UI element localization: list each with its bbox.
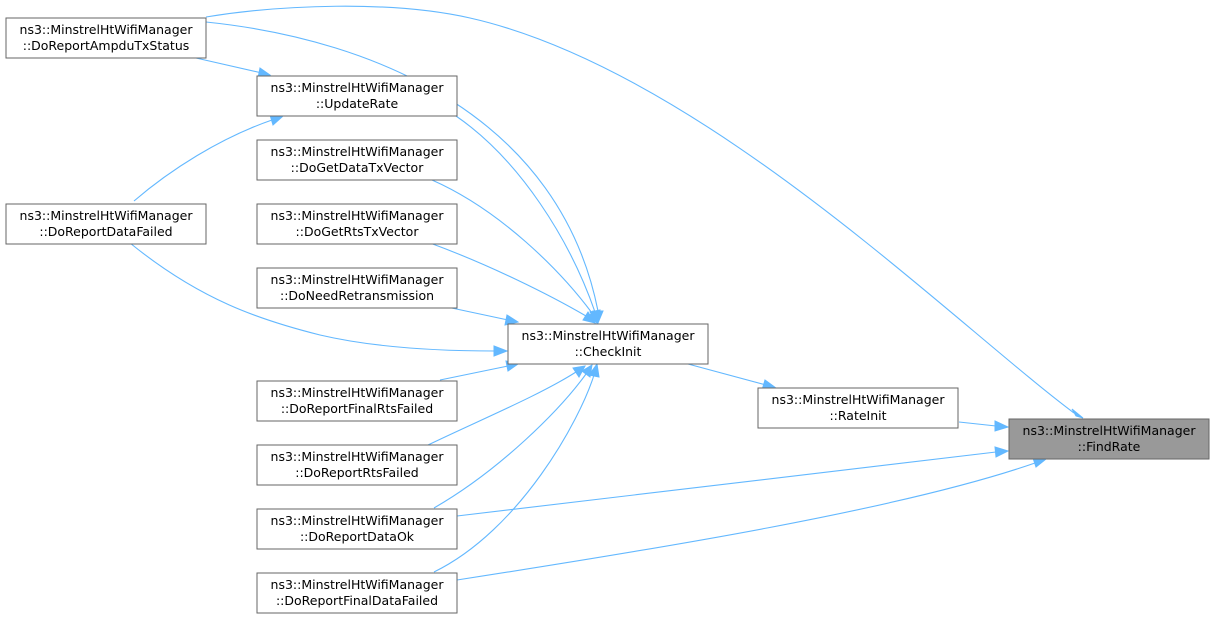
edge-dataok-to-checkinit <box>433 364 593 509</box>
node-label-line2: ::FindRate <box>1078 439 1141 454</box>
edge-ampdu-to-updaterate <box>195 57 272 79</box>
node-label-line1: ns3::MinstrelHtWifiManager <box>271 272 445 287</box>
node-label-line2: ::CheckInit <box>575 344 642 359</box>
node-label-line2: ::DoGetDataTxVector <box>291 160 425 175</box>
node-label-line1: ns3::MinstrelHtWifiManager <box>271 513 445 528</box>
nodes: ns3::MinstrelHtWifiManager ::DoReportAmp… <box>5 17 1210 614</box>
node-do-report-rts-failed[interactable]: ns3::MinstrelHtWifiManager ::DoReportRts… <box>256 444 458 486</box>
node-label-line1: ns3::MinstrelHtWifiManager <box>772 392 946 407</box>
node-do-report-final-rts-failed[interactable]: ns3::MinstrelHtWifiManager ::DoReportFin… <box>256 380 458 422</box>
node-update-rate[interactable]: ns3::MinstrelHtWifiManager ::UpdateRate <box>256 75 458 117</box>
node-do-report-ampdu-tx-status[interactable]: ns3::MinstrelHtWifiManager ::DoReportAmp… <box>5 17 207 59</box>
node-label-line1: ns3::MinstrelHtWifiManager <box>271 449 445 464</box>
node-find-rate[interactable]: ns3::MinstrelHtWifiManager ::FindRate <box>1008 418 1210 460</box>
edge-checkinit-to-rateinit <box>687 363 778 391</box>
edge-datafailed-to-updaterate <box>133 114 284 202</box>
node-label-line2: ::UpdateRate <box>316 96 399 111</box>
edge-finaldata-to-checkinit <box>433 362 600 573</box>
node-label-line1: ns3::MinstrelHtWifiManager <box>1023 423 1197 438</box>
node-check-init[interactable]: ns3::MinstrelHtWifiManager ::CheckInit <box>507 323 709 365</box>
edge-datafailed-to-checkinit <box>129 242 509 357</box>
edge-updaterate-to-checkinit <box>455 115 601 325</box>
node-do-report-final-data-failed[interactable]: ns3::MinstrelHtWifiManager ::DoReportFin… <box>256 572 458 614</box>
edge-ampdu-to-findrate <box>205 5 1084 419</box>
node-label-line2: ::DoReportFinalRtsFailed <box>281 401 433 416</box>
node-label-line2: ::DoNeedRetransmission <box>280 288 434 303</box>
node-do-get-data-tx-vector[interactable]: ns3::MinstrelHtWifiManager ::DoGetDataTx… <box>256 139 458 181</box>
node-label-line2: ::RateInit <box>829 408 886 423</box>
node-label-line1: ns3::MinstrelHtWifiManager <box>271 80 445 95</box>
node-label-line2: ::DoReportRtsFailed <box>295 465 419 480</box>
node-do-report-data-ok[interactable]: ns3::MinstrelHtWifiManager ::DoReportDat… <box>256 508 458 550</box>
node-label-line2: ::DoReportDataFailed <box>39 224 172 239</box>
node-label-line1: ns3::MinstrelHtWifiManager <box>20 22 194 37</box>
edge-dataok-to-findrate <box>456 446 1010 517</box>
edge-getrts-to-checkinit <box>429 242 597 324</box>
node-label-line2: ::DoGetRtsTxVector <box>296 224 420 239</box>
node-label-line2: ::DoReportFinalDataFailed <box>276 593 438 608</box>
node-do-report-data-failed[interactable]: ns3::MinstrelHtWifiManager ::DoReportDat… <box>5 203 207 245</box>
node-label-line1: ns3::MinstrelHtWifiManager <box>271 144 445 159</box>
edge-rateinit-to-findrate <box>958 420 1010 432</box>
node-label-line1: ns3::MinstrelHtWifiManager <box>271 208 445 223</box>
node-label-line1: ns3::MinstrelHtWifiManager <box>20 208 194 223</box>
edge-finaldata-to-findrate <box>456 457 1048 581</box>
node-label-line2: ::DoReportDataOk <box>300 529 415 544</box>
edge-needretrans-to-checkinit <box>446 306 520 326</box>
edges <box>129 5 1084 581</box>
node-rate-init[interactable]: ns3::MinstrelHtWifiManager ::RateInit <box>757 387 959 429</box>
edge-finalrts-to-checkinit <box>439 360 520 381</box>
node-do-get-rts-tx-vector[interactable]: ns3::MinstrelHtWifiManager ::DoGetRtsTxV… <box>256 203 458 245</box>
node-label-line2: ::DoReportAmpduTxStatus <box>23 38 190 53</box>
node-label-line1: ns3::MinstrelHtWifiManager <box>522 328 696 343</box>
node-do-need-retransmission[interactable]: ns3::MinstrelHtWifiManager ::DoNeedRetra… <box>256 267 458 309</box>
node-label-line1: ns3::MinstrelHtWifiManager <box>271 577 445 592</box>
node-label-line1: ns3::MinstrelHtWifiManager <box>271 385 445 400</box>
